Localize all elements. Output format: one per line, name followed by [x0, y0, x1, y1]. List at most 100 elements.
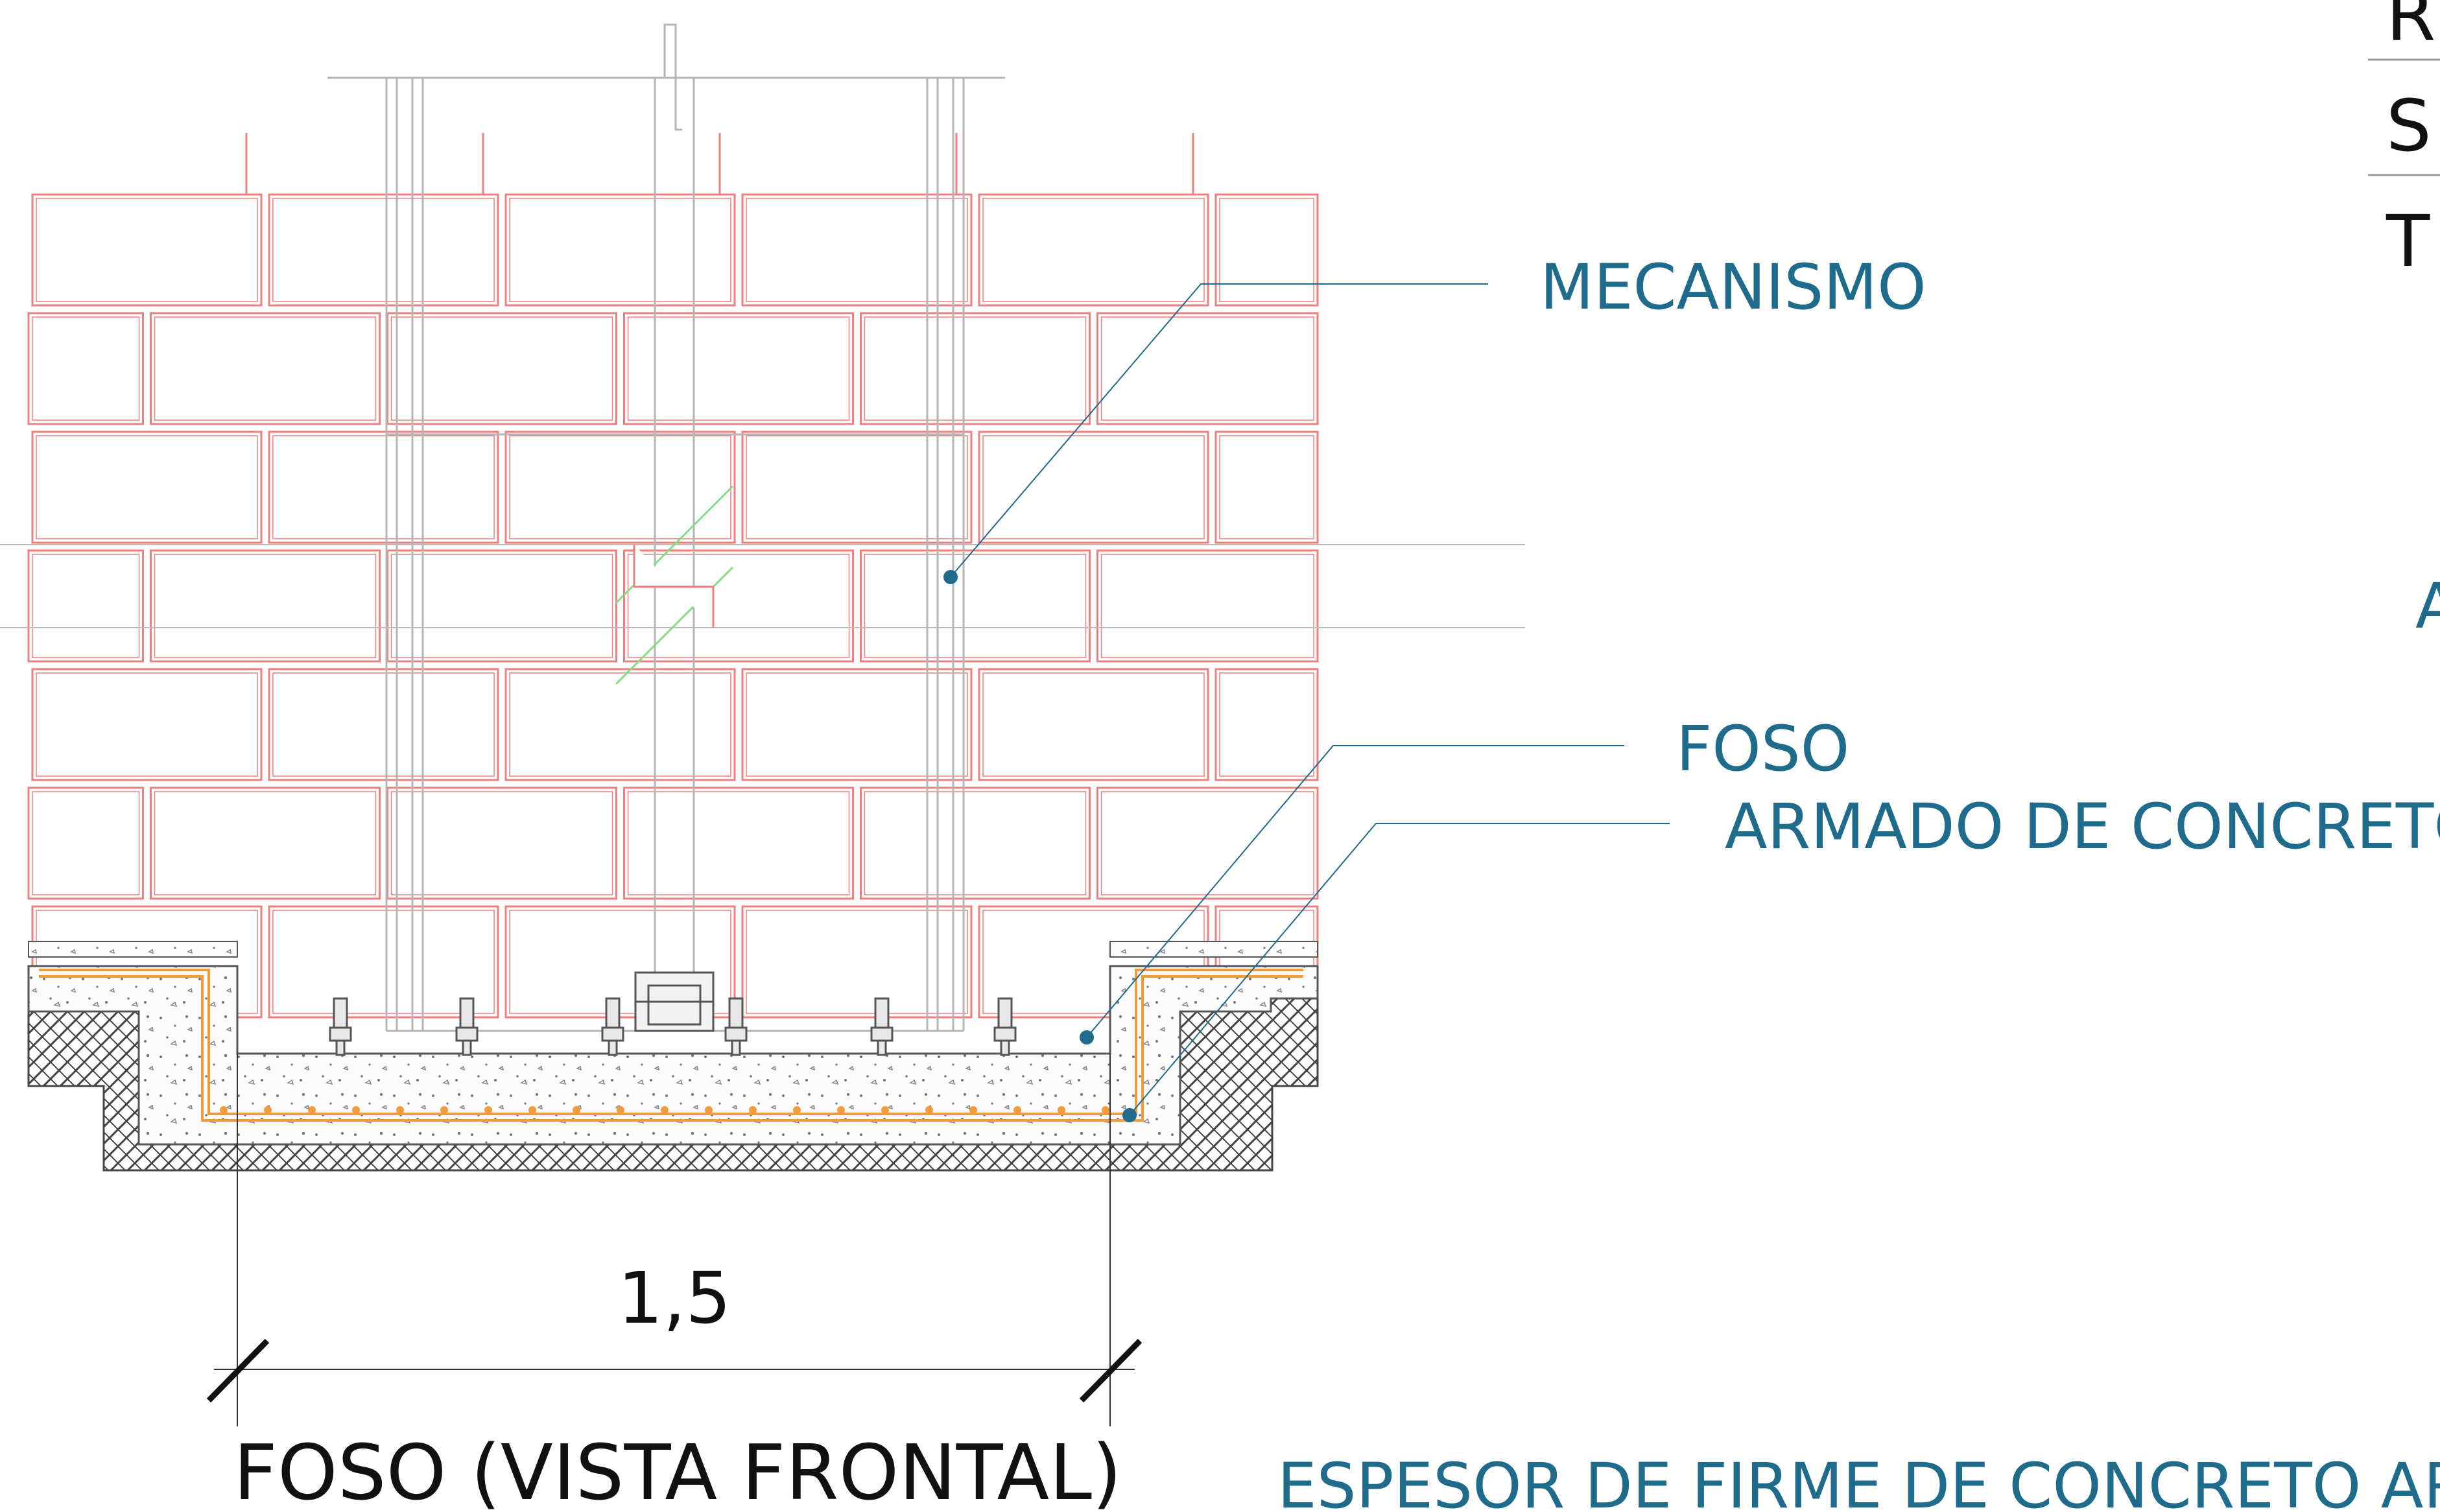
brick: [741, 193, 973, 307]
brick: [978, 193, 1209, 307]
brick: [150, 549, 381, 663]
rebar-dot: [705, 1106, 713, 1114]
dimension-value: 1,5: [618, 1257, 731, 1340]
rebar: [39, 969, 1303, 1122]
rebar-dot: [396, 1106, 404, 1114]
rebar-dot: [837, 1106, 845, 1114]
brick: [31, 193, 263, 307]
brick-inner: [272, 672, 495, 777]
brick: [27, 786, 144, 900]
brick-inner: [36, 672, 258, 777]
rebar-dot: [749, 1106, 757, 1114]
brick: [1096, 786, 1319, 900]
brick-inner: [1219, 198, 1314, 302]
side-table-row-1: R: [2386, 0, 2435, 57]
buffer-spring: [993, 997, 1017, 1056]
brick-inner: [864, 791, 1087, 895]
brick-inner: [982, 672, 1205, 777]
brick-inner: [982, 198, 1205, 302]
brick: [860, 786, 1091, 900]
brick: [31, 668, 263, 781]
drawing-title: FOSO (VISTA FRONTAL): [233, 1428, 1122, 1512]
brick: [860, 312, 1091, 425]
dimension-line: [214, 1054, 1135, 1426]
brick: [268, 431, 499, 544]
label-armado-concreto: ARMADO DE CONCRETO: [1725, 790, 2440, 863]
brick: [1214, 668, 1319, 781]
brick-inner: [36, 198, 258, 302]
rebar-dot: [617, 1106, 624, 1114]
brick: [623, 312, 854, 425]
brick: [386, 549, 617, 663]
rebar-dot: [661, 1106, 669, 1114]
label-foso: FOSO: [1676, 713, 1849, 785]
brick: [27, 312, 144, 425]
break-notch: [633, 545, 715, 628]
brick: [741, 668, 973, 781]
rebar-dot: [969, 1106, 977, 1114]
brick-inner: [864, 554, 1087, 658]
brick: [741, 905, 973, 1019]
rebar-dot: [1058, 1106, 1065, 1114]
brick: [741, 431, 973, 544]
brick: [150, 312, 381, 425]
dimension-ticks: [206, 1338, 1143, 1403]
brick: [150, 786, 381, 900]
brick-inner: [272, 435, 495, 539]
side-table-row-2: S: [2386, 84, 2432, 167]
brick: [268, 668, 499, 781]
rebar-dot: [308, 1106, 316, 1114]
leader-dots: [943, 570, 1137, 1122]
brick-inner: [627, 791, 850, 895]
brick: [623, 549, 854, 663]
brick: [386, 786, 617, 900]
brick-inner: [36, 435, 258, 539]
buffer-spring: [724, 997, 748, 1056]
rebar-dot: [573, 1106, 580, 1114]
brick: [504, 668, 736, 781]
side-table: R S T: [2368, 0, 2440, 283]
leader-lines: [950, 283, 1670, 1116]
rebar-dots: [220, 1106, 1109, 1114]
brick: [268, 193, 499, 307]
label-partial-a: A: [2415, 570, 2440, 643]
brick-inner: [746, 910, 968, 1014]
brick-inner: [746, 435, 968, 539]
brick: [504, 193, 736, 307]
guide-rails: [327, 23, 1005, 1032]
rebar-dot: [1013, 1106, 1021, 1114]
side-table-row-3: T: [2386, 200, 2430, 283]
brick: [978, 668, 1209, 781]
brick: [31, 431, 263, 544]
pit-buffers: [329, 997, 1017, 1056]
brick: [978, 431, 1209, 544]
brick: [978, 905, 1209, 1019]
rebar-dot: [528, 1106, 536, 1114]
brick-inner: [1100, 316, 1314, 421]
brick-inner: [32, 791, 140, 895]
brick-inner: [32, 554, 140, 658]
center-buffer: [634, 971, 715, 1032]
rebar-dot: [440, 1106, 448, 1114]
brick-inner: [32, 316, 140, 421]
brick: [1214, 193, 1319, 307]
brick: [1096, 312, 1319, 425]
reference-lines: [0, 544, 1525, 628]
rebar-dot: [264, 1106, 272, 1114]
rebar-dot: [793, 1106, 801, 1114]
buffer-spring: [329, 997, 352, 1056]
brick: [27, 549, 144, 663]
brick-inner: [1219, 435, 1314, 539]
brick-inner: [390, 791, 613, 895]
brick-inner: [390, 316, 613, 421]
brick-inner: [272, 910, 495, 1014]
floor-finish-right: [1109, 941, 1318, 958]
brick-inner: [746, 198, 968, 302]
brick: [860, 549, 1091, 663]
brick-inner: [627, 554, 850, 658]
brick-inner: [982, 910, 1205, 1014]
brick-inner: [272, 198, 495, 302]
rebar-dot: [484, 1106, 492, 1114]
rebar-dot: [925, 1106, 933, 1114]
